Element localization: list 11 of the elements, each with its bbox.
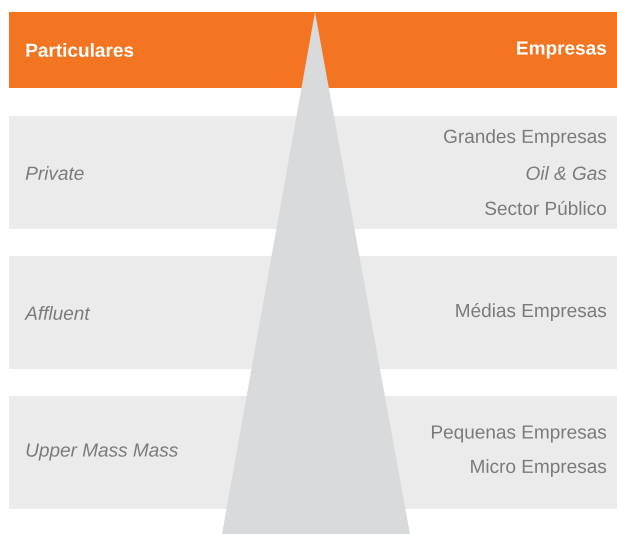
column-heading: Empresas [517, 42, 606, 58]
segment-label: Pequenas Empresas [432, 425, 606, 442]
column-heading: Particulares [26, 43, 134, 57]
segment-label: Grandes Empresas [444, 129, 606, 147]
segment-label: Affluent [24, 306, 90, 320]
segment-label: Oil & Gas [526, 166, 606, 180]
segment-label: Private [26, 166, 84, 180]
segment-label: Micro Empresas [471, 459, 606, 477]
segment-label: Sector Público [485, 200, 606, 216]
segment-label: Médias Empresas [456, 303, 606, 321]
segment-label: Upper Mass Mass [26, 443, 178, 460]
